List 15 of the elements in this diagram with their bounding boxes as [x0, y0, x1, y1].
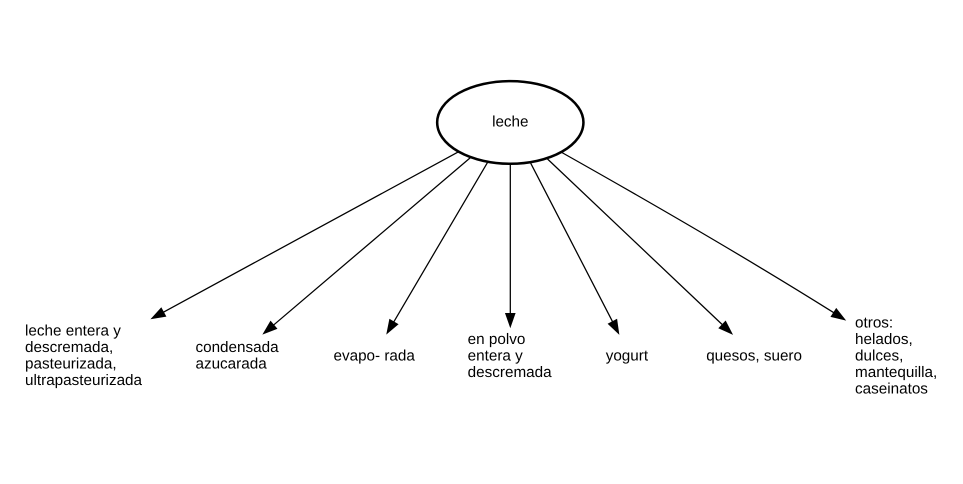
node-text: condensada azucarada	[194, 339, 278, 373]
node-text: en polvo entera y descremada	[467, 330, 552, 381]
arrow	[529, 162, 619, 335]
arrow	[546, 158, 733, 335]
arrow	[560, 152, 846, 321]
arrow	[262, 156, 471, 335]
node-text: quesos, suero	[706, 347, 802, 364]
node-text: evapo- rada	[332, 347, 414, 364]
node-ellipse: leche	[435, 80, 584, 166]
node-text: leche entera y descremada, pasteurizada, ultrapasteurizada	[24, 322, 142, 390]
arrow	[504, 164, 516, 328]
arrow	[386, 162, 488, 335]
node-text: yogurt	[605, 347, 648, 364]
arrow	[150, 151, 458, 320]
node-text: otros: helados, dulces, mantequilla, caseinatos	[854, 314, 937, 398]
